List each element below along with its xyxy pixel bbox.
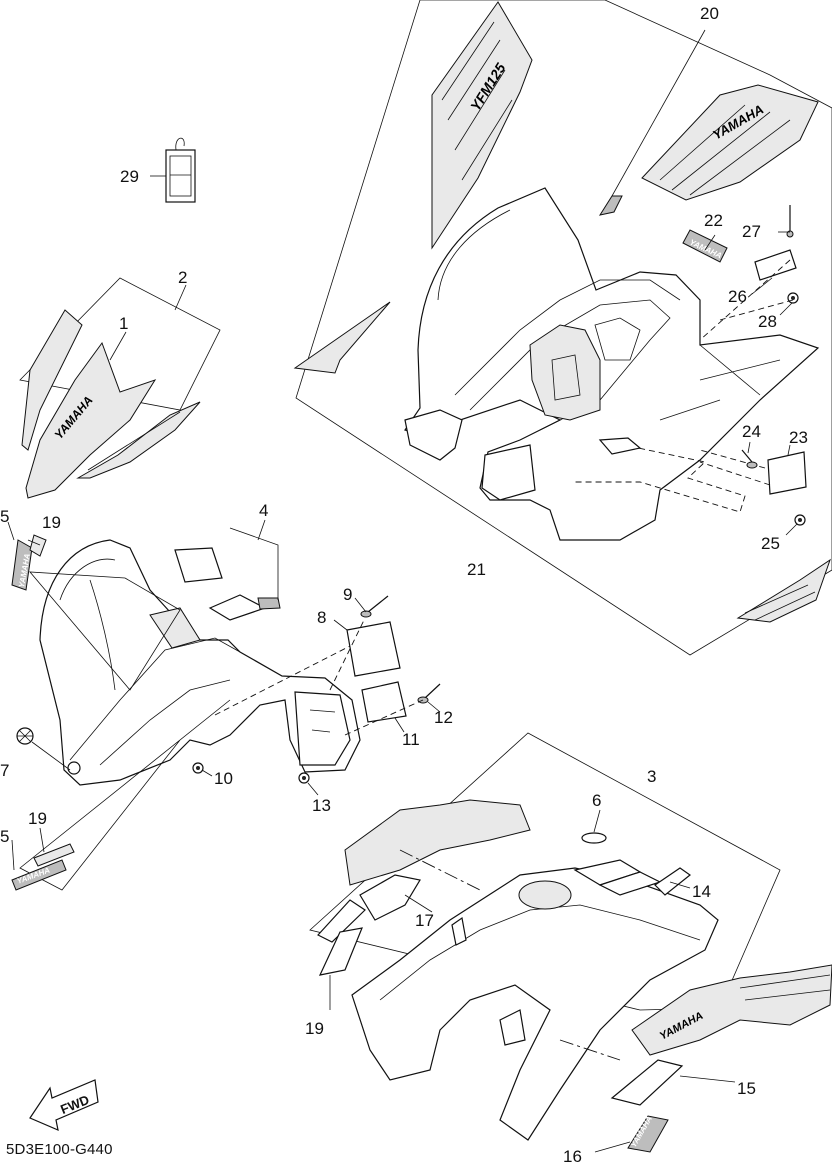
part-label-1: 1 bbox=[119, 314, 129, 333]
part-21-decal-lower bbox=[736, 558, 831, 623]
part-label-6: 6 bbox=[592, 791, 602, 810]
part-19-decal-lower bbox=[33, 843, 75, 867]
part-29-tag bbox=[165, 137, 196, 203]
part-label-4: 4 bbox=[259, 501, 269, 520]
part-4-decals bbox=[174, 527, 281, 621]
part-label-21: 21 bbox=[467, 560, 486, 579]
part-20-decal-left: YFM125 bbox=[431, 1, 533, 250]
part-17-decal: YAMAHA bbox=[627, 1114, 669, 1153]
part-label-11: 11 bbox=[402, 730, 420, 749]
part-label-14: 14 bbox=[692, 882, 711, 901]
part-21-decal-upper bbox=[293, 301, 391, 374]
part-label-29: 29 bbox=[120, 167, 139, 186]
part-label-5-upper: 5 bbox=[0, 507, 10, 526]
part-14-decal bbox=[654, 867, 692, 896]
part-7-grommet bbox=[16, 727, 71, 771]
part-25-washer bbox=[794, 514, 806, 526]
group-19-frame-upper bbox=[29, 571, 181, 691]
group-21-frame bbox=[295, 0, 832, 656]
part-10-washer bbox=[192, 762, 204, 774]
part-label-28: 28 bbox=[758, 312, 777, 331]
part-label-7: 7 bbox=[0, 761, 10, 780]
part-label-10: 10 bbox=[214, 769, 233, 788]
rear-fender-body bbox=[404, 187, 820, 541]
part-label-26: 26 bbox=[728, 287, 747, 306]
part-8-plate bbox=[346, 621, 401, 677]
part-label-13: 13 bbox=[312, 796, 331, 815]
part-3-side-cover-body bbox=[351, 859, 719, 1141]
part-label-24: 24 bbox=[742, 422, 761, 441]
part-6-cap bbox=[581, 832, 607, 844]
fwd-arrow-icon bbox=[29, 1079, 99, 1132]
part-12-fastener bbox=[417, 683, 441, 704]
part-11-plate bbox=[361, 681, 407, 723]
part-23-plate bbox=[767, 451, 807, 495]
drawing-code: 5D3E100-G440 bbox=[6, 1141, 113, 1158]
part-label-15: 15 bbox=[737, 1079, 756, 1098]
label-leader-lines bbox=[7, 175, 798, 1153]
part-label-18: 19 bbox=[305, 1019, 324, 1038]
part-28-washer bbox=[787, 292, 799, 304]
part-15-decal: YAMAHA bbox=[610, 964, 832, 1106]
part-label-9: 9 bbox=[343, 585, 353, 604]
part-1-decal-set: YAMAHA bbox=[21, 309, 201, 499]
part-20-decal-right: YAMAHA bbox=[641, 84, 819, 201]
front-fender-body bbox=[39, 539, 361, 786]
part-22-decal: YAMAHA bbox=[682, 229, 728, 263]
part-label-17: 16 bbox=[563, 1147, 582, 1166]
part-label-19-upper: 19 bbox=[42, 513, 61, 532]
part-label-23: 23 bbox=[789, 428, 808, 447]
part-label-8: 8 bbox=[317, 608, 327, 627]
part-label-2: 2 bbox=[178, 268, 188, 287]
part-16-decal bbox=[317, 799, 531, 943]
part-5-decal-upper: YAMAHA bbox=[11, 539, 33, 591]
part-20-emblem bbox=[598, 195, 623, 216]
part-label-22: 22 bbox=[704, 211, 723, 230]
part-label-25: 25 bbox=[761, 534, 780, 553]
part-24-fastener bbox=[741, 449, 758, 469]
part-label-16: 17 bbox=[415, 911, 434, 930]
part-27-rivet bbox=[786, 205, 794, 238]
part-26-plate bbox=[754, 249, 797, 281]
part-label-27: 27 bbox=[742, 222, 761, 241]
part-label-19-lower: 19 bbox=[28, 809, 47, 828]
part-label-3: 3 bbox=[647, 767, 657, 786]
part-18-decal bbox=[318, 927, 363, 976]
part-13-washer bbox=[298, 772, 310, 784]
part-label-5-lower: 5 bbox=[0, 827, 10, 846]
part-label-20: 20 bbox=[700, 4, 719, 23]
part-label-12: 12 bbox=[434, 708, 453, 727]
part-19-decal-upper bbox=[29, 534, 47, 557]
part-9-fastener bbox=[360, 595, 389, 618]
